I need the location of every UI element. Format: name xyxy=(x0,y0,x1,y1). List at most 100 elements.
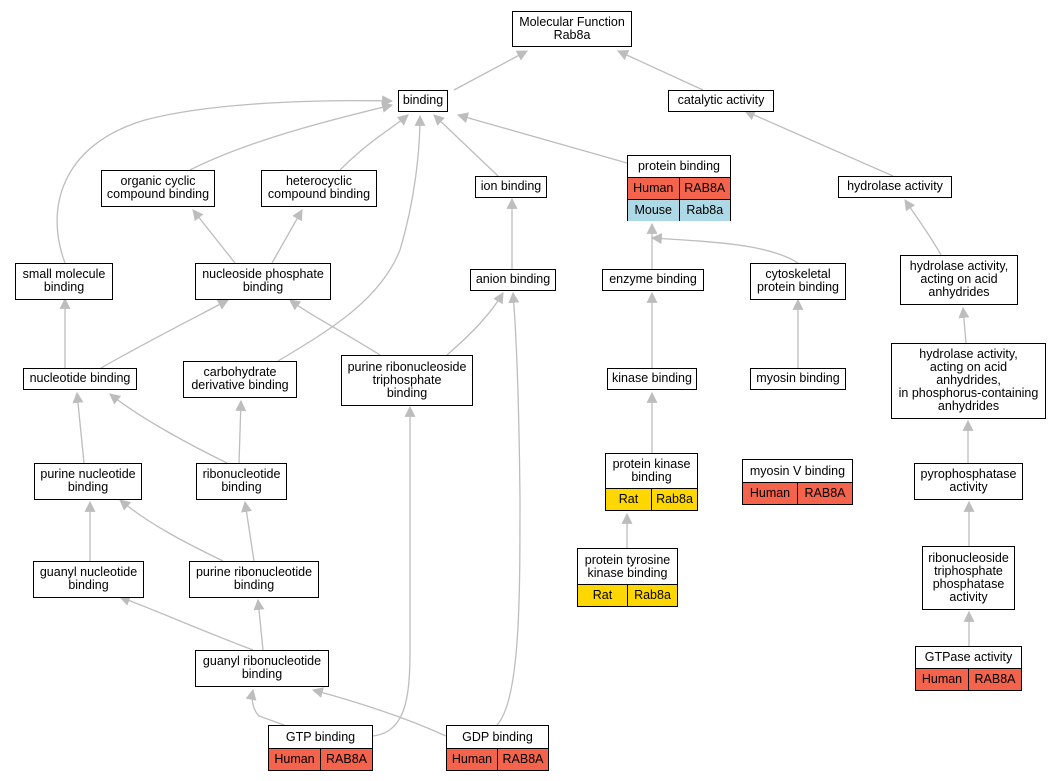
node-cdb[interactable]: carbohydrate derivative binding xyxy=(183,361,297,398)
node-label: anion binding xyxy=(475,272,551,287)
node-grb[interactable]: guanyl ribonucleotide binding xyxy=(195,650,329,687)
node-hcb[interactable]: heterocyclic compound binding xyxy=(261,170,377,207)
node-label: catalytic activity xyxy=(677,93,765,108)
edge-arrow xyxy=(271,209,303,264)
node-rnb[interactable]: ribonucleotide binding xyxy=(196,463,287,500)
node-npb[interactable]: nucleoside phosphate binding xyxy=(195,263,331,300)
node-label: pyrophosphatase activity xyxy=(920,467,1017,495)
gene-cell: RAB8A xyxy=(497,749,548,771)
node-label: GDP binding xyxy=(462,729,533,744)
species-cell: Human xyxy=(749,486,791,501)
node-nb[interactable]: nucleotide binding xyxy=(23,368,137,390)
edge-arrow xyxy=(189,101,394,171)
node-label: small molecule binding xyxy=(22,267,106,295)
edge-arrow xyxy=(56,95,394,264)
edge-arrow xyxy=(241,500,255,562)
node-prb[interactable]: purine ribonucleotide binding xyxy=(189,561,319,598)
node-catalytic[interactable]: catalytic activity xyxy=(668,90,774,112)
annotation-row: Mouse Rab8a xyxy=(628,199,731,222)
node-label: protein tyrosine kinase binding xyxy=(584,552,671,580)
node-label: ribonucleoside triphosphate phosphatase … xyxy=(928,550,1009,604)
node-label: myosin V binding xyxy=(749,463,846,478)
edge-arrow xyxy=(245,688,285,726)
edge-arrow xyxy=(743,109,894,177)
node-label: purine ribonucleoside triphosphate bindi… xyxy=(347,359,467,400)
node-label: guanyl ribonucleotide binding xyxy=(202,654,322,682)
node-pyro[interactable]: pyrophosphatase activity xyxy=(914,463,1023,500)
node-rntpa[interactable]: ribonucleoside triphosphate phosphatase … xyxy=(922,546,1015,610)
node-anion[interactable]: anion binding xyxy=(470,269,556,291)
gene-cell: RAB8A xyxy=(797,483,852,505)
node-cyto[interactable]: cytoskeletal protein binding xyxy=(750,263,846,300)
edge-arrow xyxy=(253,598,265,651)
node-binding[interactable]: binding xyxy=(398,90,448,112)
edge-arrow xyxy=(289,299,381,356)
node-kinase[interactable]: kinase binding xyxy=(607,368,697,390)
annotation-row: Human RAB8A xyxy=(269,748,372,771)
annotation-row: Human RAB8A xyxy=(743,482,852,505)
edge-arrow xyxy=(118,595,254,651)
annotation-row: Human RAB8A xyxy=(628,177,731,200)
gene-cell: Rab8a xyxy=(678,200,731,222)
gene-cell: Rab8a xyxy=(651,489,697,511)
node-hyd_phos[interactable]: hydrolase activity, acting on acid anhyd… xyxy=(891,343,1046,419)
node-label: binding xyxy=(402,93,444,108)
edge-arrow xyxy=(372,405,416,737)
node-label: nucleotide binding xyxy=(29,371,131,386)
node-label: purine nucleotide binding xyxy=(40,467,136,495)
node-prntb[interactable]: purine ribonucleoside triphosphate bindi… xyxy=(341,355,473,406)
node-label: ion binding xyxy=(480,179,542,194)
edge-arrow xyxy=(904,199,942,256)
node-label: nucleoside phosphate binding xyxy=(202,267,324,295)
node-label: heterocyclic compound binding xyxy=(267,174,371,202)
node-mf[interactable]: Molecular Function Rab8a xyxy=(512,11,632,47)
node-enzyme[interactable]: enzyme binding xyxy=(602,269,704,291)
node-label: carbohydrate derivative binding xyxy=(191,365,289,393)
edge-arrow xyxy=(339,114,409,171)
edge-arrow xyxy=(617,50,704,91)
node-myosin[interactable]: myosin binding xyxy=(750,368,846,390)
edge-arrow xyxy=(453,50,528,91)
node-hydrolase[interactable]: hydrolase activity xyxy=(838,176,952,198)
node-label: enzyme binding xyxy=(609,272,697,287)
node-label: guanyl nucleotide binding xyxy=(39,565,138,593)
edge-arrow xyxy=(446,292,504,356)
node-label: purine ribonucleotide binding xyxy=(195,565,313,593)
gene-cell: RAB8A xyxy=(320,749,372,771)
gene-cell: Rab8a xyxy=(627,585,677,607)
species-cell: Human xyxy=(633,181,674,196)
node-smb[interactable]: small molecule binding xyxy=(15,263,113,300)
node-hyd_acid[interactable]: hydrolase activity, acting on acid anhyd… xyxy=(900,255,1018,305)
edge-arrow xyxy=(72,391,85,464)
node-label: Molecular Function Rab8a xyxy=(519,14,625,42)
node-label: myosin binding xyxy=(756,371,840,386)
node-label: hydrolase activity, acting on acid anhyd… xyxy=(909,259,1009,300)
edge-arrow xyxy=(958,306,970,344)
node-pnb[interactable]: purine nucleotide binding xyxy=(34,463,142,500)
node-label: protein kinase binding xyxy=(612,457,691,485)
edge-arrow xyxy=(456,112,628,164)
gene-cell: RAB8A xyxy=(968,669,1021,691)
gene-cell: RAB8A xyxy=(678,178,731,200)
edge-arrow xyxy=(277,114,426,362)
species-cell: Mouse xyxy=(634,203,673,218)
edge-arrow xyxy=(100,299,229,369)
node-ion[interactable]: ion binding xyxy=(475,176,547,198)
edge-arrow xyxy=(235,399,247,464)
node-label: cytoskeletal protein binding xyxy=(756,267,839,295)
annotation-row: Rat Rab8a xyxy=(606,488,697,511)
species-cell: Human xyxy=(274,752,315,767)
species-cell: Rat xyxy=(618,492,639,507)
node-ocb[interactable]: organic cyclic compound binding xyxy=(101,170,215,207)
node-gnb[interactable]: guanyl nucleotide binding xyxy=(33,561,144,598)
node-label: GTP binding xyxy=(285,729,356,744)
